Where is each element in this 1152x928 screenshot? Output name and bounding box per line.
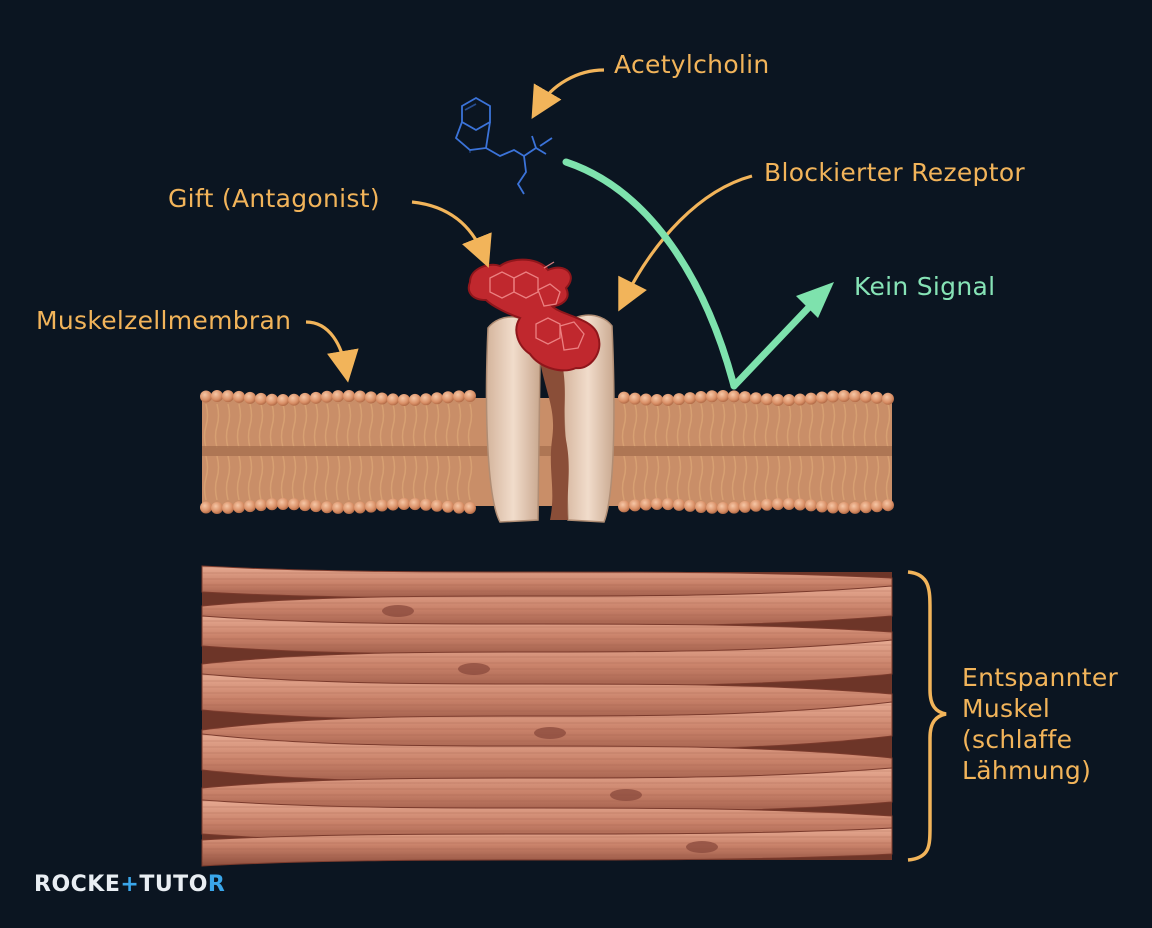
gift-antagonist-label: Gift (Antagonist) — [168, 184, 380, 213]
antagonist-molecule-icon — [467, 258, 601, 372]
logo-text: ROCKE — [34, 872, 121, 897]
muskel-label-line: Muskel — [962, 694, 1051, 723]
logo-plus: + — [120, 872, 140, 897]
muscle-cell-membrane — [200, 390, 894, 514]
entspannter-muskel-label: Entspannter Muskel (schlaffe Lähmung) — [962, 662, 1142, 786]
logo-text: TUTO — [139, 872, 208, 897]
muskel-label-line: Entspannter — [962, 663, 1119, 692]
muskel-label-line: (schlaffe — [962, 725, 1073, 754]
muskelzellmembran-label: Muskelzellmembran — [36, 306, 292, 335]
muscle-fiber-bundle — [201, 565, 893, 867]
rockettutor-logo: ROCKE+TUTOR — [34, 872, 225, 897]
membran-arrow — [305, 320, 359, 383]
muskel-label-line: Lähmung) — [962, 756, 1092, 785]
acetylcholin-arrow — [531, 68, 605, 120]
blockierter-rezeptor-arrow — [618, 174, 753, 312]
muscle-brace — [907, 570, 947, 862]
kein-signal-label: Kein Signal — [854, 272, 996, 301]
kein-signal-arrow — [562, 158, 834, 390]
gift-arrow — [411, 200, 492, 268]
acetylcholine-molecule-icon — [454, 96, 553, 195]
acetylcholin-label: Acetylcholin — [614, 50, 770, 79]
logo-text-end: R — [207, 872, 226, 897]
blockierter-rezeptor-label: Blockierter Rezeptor — [764, 158, 1026, 187]
